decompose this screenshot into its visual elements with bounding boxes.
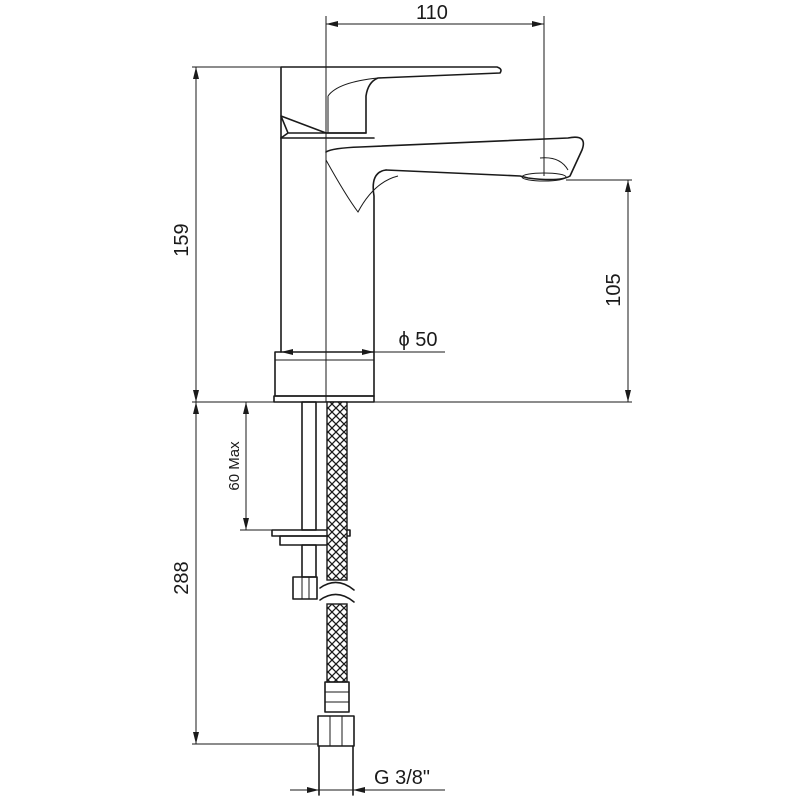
dim-label-thread: G 3/8": [374, 767, 430, 789]
dimension-lines: [192, 16, 632, 793]
spout: [325, 136, 585, 181]
stud-hex-nut: [292, 576, 318, 600]
lever-handle: [280, 66, 502, 134]
hose-ferrule: [324, 681, 350, 713]
hose-connector-nut: [317, 715, 355, 747]
spout-underside: [325, 159, 399, 213]
hose-break-mark: [319, 581, 355, 591]
body-column: [280, 137, 387, 353]
threaded-stud: [301, 401, 317, 531]
mounting-hardware: [271, 401, 355, 796]
lever-detail: [327, 77, 379, 97]
dim-label-60max: 60 Max: [226, 441, 243, 491]
dim-label-288: 288: [171, 561, 193, 594]
dim-label-105: 105: [603, 273, 625, 306]
dim-label-110: 110: [416, 2, 448, 24]
dim-label-159: 159: [171, 223, 193, 256]
braided-hose-lower: [326, 603, 348, 683]
dim-label-diameter: ϕ 50: [398, 329, 437, 351]
braided-hose-upper: [326, 401, 348, 581]
base-plate: [273, 395, 375, 403]
cartridge-collar: [280, 115, 367, 139]
base-ring: [274, 351, 375, 397]
